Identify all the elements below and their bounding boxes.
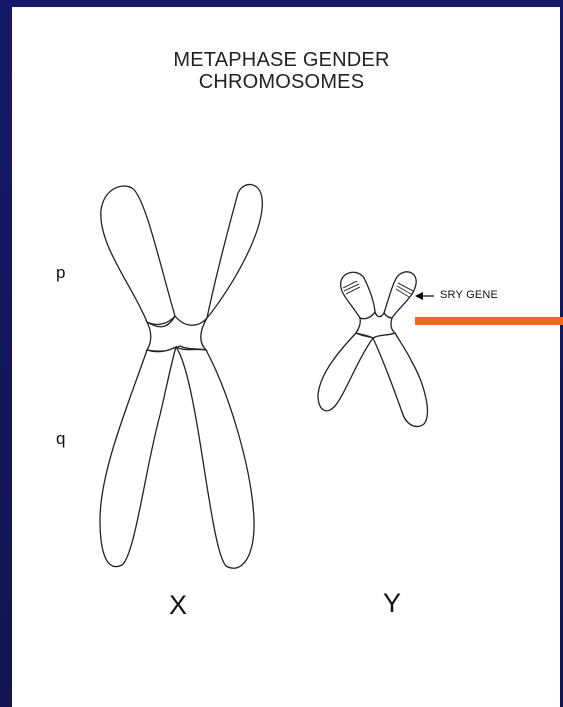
sry-gene-label: SRY GENE (440, 289, 498, 301)
y-chromosome-label: Y (383, 588, 401, 619)
x-chromosome-label: X (169, 590, 187, 621)
x-lower-left-arm (100, 347, 176, 567)
sry-arrow (415, 292, 434, 300)
x-lower-right-arm (176, 347, 254, 568)
x-chromosome (100, 184, 262, 568)
y-chromosome (318, 272, 427, 427)
y-lower-right-arm (373, 333, 427, 427)
highlight-bar (415, 317, 563, 325)
arrow-head-icon (415, 292, 423, 300)
y-upper-right-arm (384, 272, 416, 318)
y-upper-left-arm (341, 272, 375, 318)
y-lower-left-arm (318, 333, 373, 411)
x-upper-right-arm (207, 184, 262, 318)
x-upper-left-arm (101, 186, 175, 324)
